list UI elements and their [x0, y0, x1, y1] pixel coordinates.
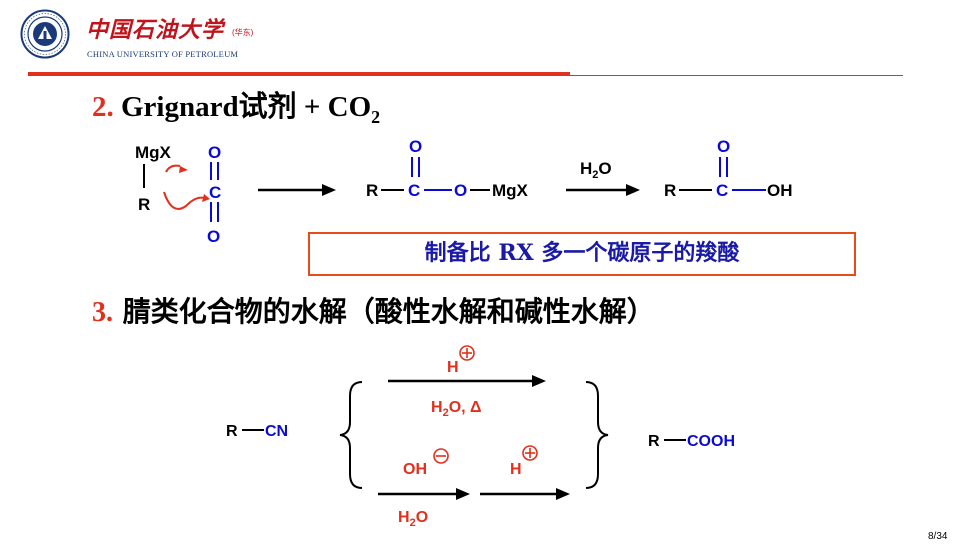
section-2-heading: 2. Grignard试剂 + CO2 [92, 83, 380, 128]
int-o: O [454, 181, 467, 200]
base-cond-o: O [416, 509, 428, 526]
int-c: C [408, 181, 420, 200]
nitrile-hydrolysis-scheme: R CN H H2O, Δ OH H H2O R COOH [226, 345, 735, 529]
acid-cond-rest: O, Δ [449, 399, 482, 416]
prod-c: C [716, 181, 728, 200]
acid-cond-2: 2 [443, 407, 449, 419]
section-title: Grignard试剂 + CO [121, 91, 372, 123]
base-cond-2: 2 [410, 517, 416, 529]
acid-h: H [447, 359, 459, 376]
co2-o-bottom: O [207, 227, 220, 246]
left-brace [339, 381, 363, 489]
int-o-top: O [409, 137, 422, 156]
int-r: R [366, 181, 378, 200]
prod-oh: OH [767, 181, 793, 200]
h2o-h: H [580, 159, 592, 178]
university-name-cn: 中国石油大学 [86, 17, 225, 43]
co2-o-top: O [208, 143, 221, 162]
base-h: H [510, 461, 522, 478]
section-number: 2. [92, 91, 114, 123]
campus-label: (华东) [232, 28, 254, 37]
page-number: 8/34 [928, 531, 948, 542]
int-mgx: MgX [492, 181, 529, 200]
base-conditions: H2O [398, 509, 428, 529]
university-name-en: CHINA UNIVERSITY OF PETROLEUM [87, 49, 239, 59]
h2o-label: H2O [580, 159, 612, 181]
section-3-heading: 3. 腈类化合物的水解（酸性水解和碱性水解） [92, 290, 655, 330]
section-number: 3. [92, 297, 113, 328]
prod-r: R [664, 181, 676, 200]
grignard-reaction-scheme: MgX R O C O R C O O MgX H2O R C O OH [135, 137, 793, 246]
co2-c: C [209, 183, 221, 202]
r-label: R [138, 195, 150, 214]
rcn-r: R [226, 423, 238, 440]
prod-cooh: COOH [687, 433, 735, 450]
subscript: 2 [371, 106, 381, 127]
acid-cond-h: H [431, 399, 443, 416]
mgx-label: MgX [135, 143, 172, 162]
section-title: 腈类化合物的水解（酸性水解和碱性水解） [122, 295, 655, 328]
note-box: 制备比 RX 多一个碳原子的羧酸 [308, 232, 856, 276]
curved-arrow-2 [163, 191, 205, 210]
university-logo [20, 9, 70, 59]
header-rule-red [28, 72, 570, 76]
acid-conditions: H2O, Δ [431, 399, 482, 419]
h2o-o: O [598, 159, 611, 178]
base-cond-h: H [398, 509, 410, 526]
curved-arrow-1 [165, 164, 181, 173]
prod-o-top: O [717, 137, 730, 156]
rcn-cn: CN [265, 423, 288, 440]
prod-r: R [648, 433, 660, 450]
right-brace [585, 381, 609, 489]
header-rule-thin [570, 75, 903, 76]
base-oh: OH [403, 461, 427, 478]
h2o-2: 2 [592, 169, 598, 181]
